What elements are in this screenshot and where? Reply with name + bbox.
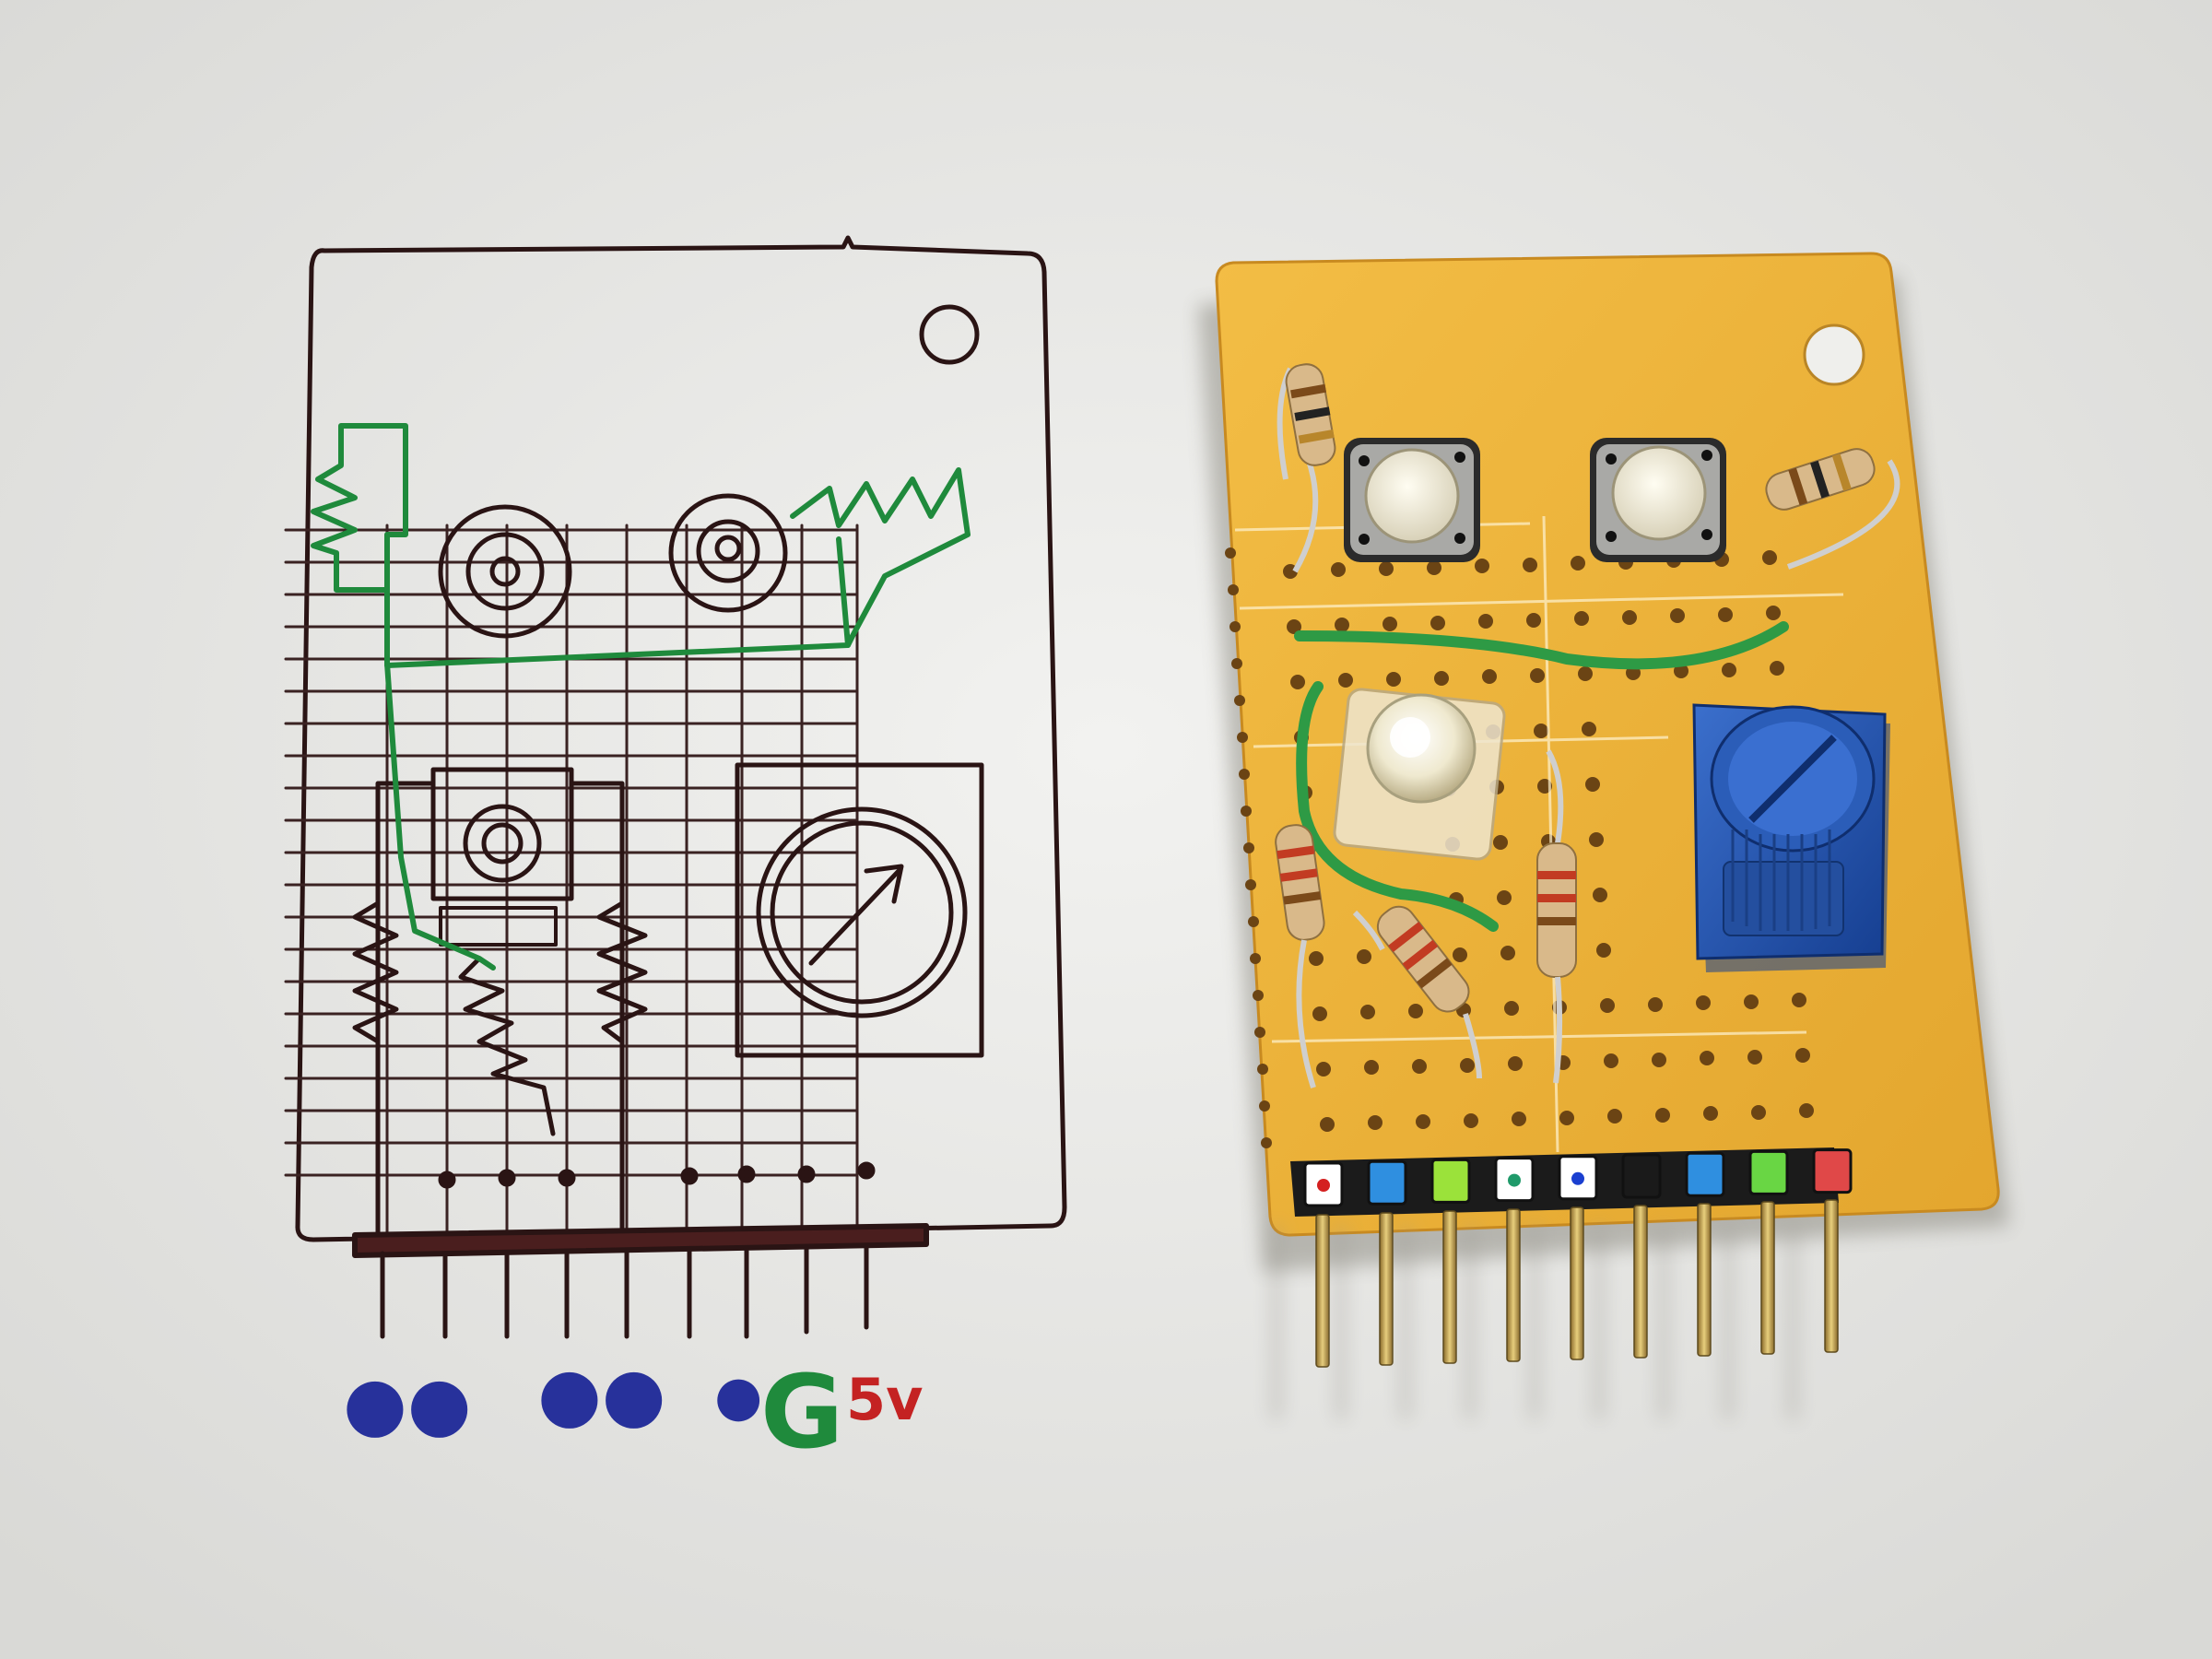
- pin-label-power: 5v: [846, 1366, 924, 1433]
- push-button-right: [1590, 438, 1726, 562]
- perfboard-photo: [1198, 252, 2009, 1419]
- header-pin-cap: [1367, 1159, 1407, 1206]
- resistor-top-left: [1277, 363, 1336, 573]
- sketch-button-right: [668, 493, 788, 613]
- header-pin-cap: [1430, 1158, 1471, 1204]
- sketch-resistor-2: [458, 956, 556, 1136]
- sketch-led: [430, 767, 574, 947]
- sketch-mount-hole: [919, 304, 980, 365]
- header-pin-cap: [1748, 1149, 1789, 1195]
- sketch-header-pins: [380, 1244, 869, 1339]
- sketch-pin-dots: [438, 1161, 876, 1189]
- board-mount-hole: [1803, 324, 1865, 386]
- pin-label-dots-left: ●●: [343, 1360, 472, 1446]
- sketch-button-left: [438, 504, 572, 639]
- sketch-led-frame: [375, 781, 625, 1242]
- sketch-right-resistor-trace: [790, 467, 971, 648]
- sketch-pin-labels: ●● ●● ● G 5v: [343, 1351, 924, 1471]
- sketch-left-resistor-trace: [311, 423, 408, 593]
- header-pin-dot: [1317, 1179, 1330, 1192]
- pin-label-ground: G: [760, 1353, 843, 1471]
- pin-color-caps: [1303, 1148, 1853, 1207]
- pin-shadows: [1272, 1226, 1797, 1419]
- header-pins: [1315, 1199, 1839, 1368]
- sketch-resistor-3: [596, 900, 648, 1044]
- sketch-led-trace: [384, 661, 496, 971]
- resistor-diagonal: [1352, 905, 1482, 1079]
- green-jumper-wire-top: [1294, 621, 1789, 670]
- header-pin-dot: [1571, 1171, 1584, 1185]
- resistor-led-right: [1536, 749, 1577, 1084]
- sketch-header-strip: [352, 1223, 929, 1258]
- sketch-green-traces: [311, 423, 971, 971]
- header-pin-cap: [1621, 1153, 1662, 1199]
- header-pin-cap: [1685, 1151, 1725, 1197]
- sketch-board-outline: [295, 235, 1067, 1242]
- circuit-sketch: [284, 235, 1067, 1339]
- led-module: [1333, 688, 1506, 861]
- header-pin-cap: [1812, 1148, 1853, 1194]
- pin-label-dots-mid: ●●: [537, 1351, 666, 1437]
- sketch-resistor-1: [352, 900, 399, 1044]
- sketch-potentiometer: [735, 762, 984, 1058]
- sketch-bus-trace: [384, 536, 851, 668]
- pin-header: [1272, 1147, 1853, 1419]
- header-pin-dot: [1508, 1173, 1521, 1187]
- resistor-top-right: [1765, 448, 1900, 570]
- resistor-led-left: [1275, 824, 1325, 1088]
- pin-label-dot-single: ●: [714, 1364, 762, 1429]
- push-button-left: [1344, 438, 1480, 562]
- green-jumper-wire-led: [1296, 681, 1499, 932]
- potentiometer: [1692, 703, 1890, 972]
